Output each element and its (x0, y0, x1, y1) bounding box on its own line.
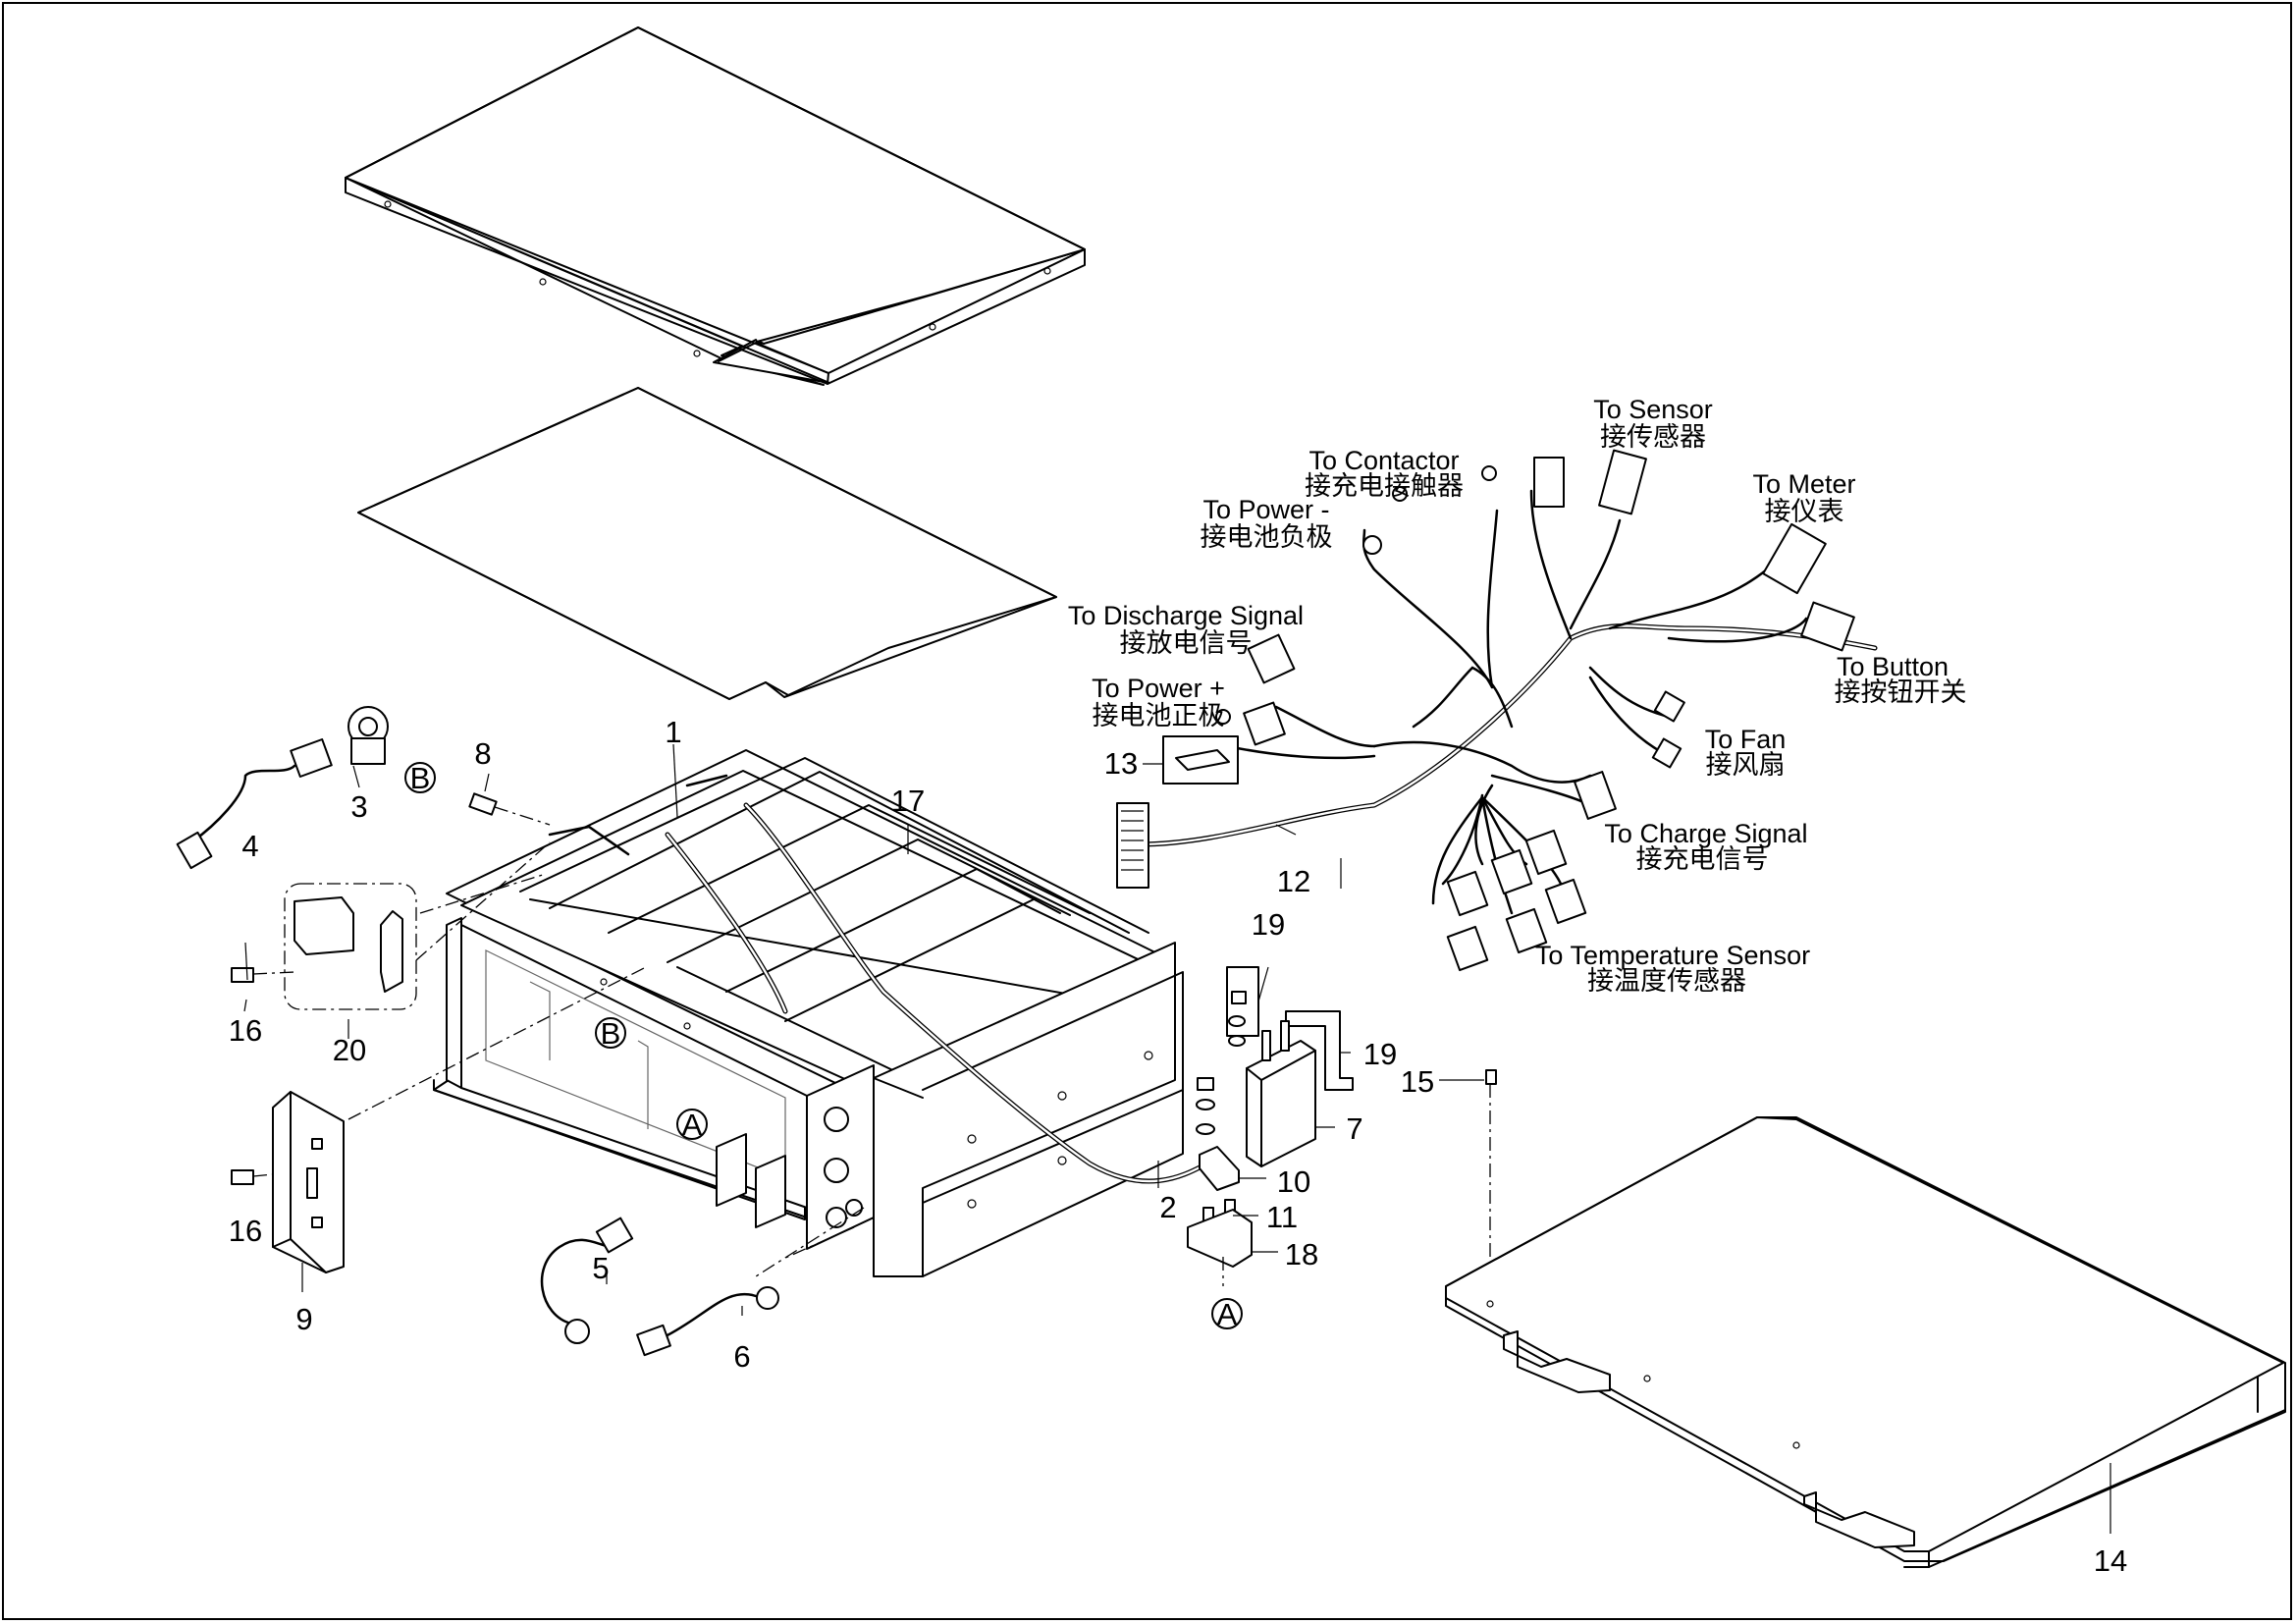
label-to-meter: To Meter 接仪表 (1752, 469, 1855, 526)
leader-lines (243, 743, 2111, 1534)
part-number: 5 (592, 1251, 609, 1285)
part-number: 19 (1363, 1037, 1397, 1071)
svg-text:To Meter: To Meter (1752, 469, 1855, 499)
cable-2 (665, 802, 1210, 1184)
part-number: 16 (229, 1013, 262, 1048)
part-number: 11 (1266, 1200, 1298, 1234)
part-number: 4 (241, 829, 258, 863)
callout-a-box: A (676, 1108, 708, 1142)
part-number: 14 (2094, 1543, 2127, 1578)
svg-text:接放电信号: 接放电信号 (1120, 628, 1253, 658)
svg-text:接风扇: 接风扇 (1706, 750, 1786, 780)
label-to-fan: To Fan 接风扇 (1705, 725, 1787, 780)
part-number: 6 (733, 1339, 750, 1374)
part-number: 7 (1346, 1111, 1362, 1146)
part-number: 3 (350, 789, 367, 824)
svg-text:接仪表: 接仪表 (1765, 497, 1844, 526)
label-to-power-positive: To Power + 接电池正极 (1092, 674, 1225, 731)
part-number: 17 (891, 784, 925, 818)
callout-a: A (1217, 1297, 1238, 1331)
dash-guide-lines (252, 806, 1491, 1304)
label-to-sensor: To Sensor 接传感器 (1593, 395, 1713, 452)
svg-text:接充电接触器: 接充电接触器 (1305, 471, 1464, 501)
left-components (176, 706, 779, 1357)
part-number: 8 (474, 736, 491, 771)
label-to-power-negative: To Power - 接电池负极 (1201, 495, 1333, 552)
part-number: 12 (1277, 864, 1310, 898)
part-number: 9 (295, 1302, 312, 1336)
part-number: 10 (1277, 1164, 1310, 1199)
contactor-assembly (1187, 966, 1354, 1268)
top-cover-plate (345, 27, 1086, 386)
svg-text:接充电信号: 接充电信号 (1636, 844, 1769, 874)
insulation-sheet (357, 387, 1057, 700)
svg-text:To Button: To Button (1837, 652, 1949, 681)
svg-text:To Power -: To Power - (1202, 495, 1329, 524)
part-number: 16 (229, 1214, 262, 1248)
label-to-contactor: To Contactor 接充电接触器 (1305, 446, 1464, 501)
label-to-discharge-signal: To Discharge Signal 接放电信号 (1068, 601, 1304, 658)
callout-b: B (601, 1016, 621, 1051)
svg-text:接电池负极: 接电池负极 (1201, 522, 1333, 552)
svg-text:接按钮开关: 接按钮开关 (1835, 677, 1967, 707)
label-to-charge-signal: To Charge Signal 接充电信号 (1604, 819, 1807, 874)
svg-text:To Fan: To Fan (1705, 725, 1787, 754)
part-number: 2 (1159, 1190, 1176, 1224)
svg-text:To Discharge Signal: To Discharge Signal (1068, 601, 1304, 630)
svg-text:To Contactor: To Contactor (1308, 446, 1459, 475)
part-number: 18 (1285, 1237, 1318, 1272)
wire-harness-12 (1116, 449, 1878, 972)
part-number: 13 (1104, 746, 1138, 781)
part-number: 20 (333, 1033, 366, 1067)
svg-text:接温度传感器: 接温度传感器 (1587, 966, 1746, 996)
label-to-button: To Button 接按钮开关 (1835, 652, 1967, 707)
callout-b-sensor: B (404, 761, 436, 795)
part-number: 15 (1401, 1064, 1434, 1099)
label-to-temperature-sensor: To Temperature Sensor 接温度传感器 (1535, 941, 1810, 996)
callout-b-box: B (595, 1016, 626, 1051)
callout-a-bracket: A (1211, 1297, 1243, 1331)
part-number: 19 (1252, 907, 1285, 942)
part-number: 1 (665, 715, 681, 749)
svg-text:To Sensor: To Sensor (1593, 395, 1713, 424)
callout-b: B (410, 761, 431, 795)
svg-text:接电池正极: 接电池正极 (1093, 701, 1225, 731)
svg-text:To Power +: To Power + (1092, 674, 1225, 703)
bottom-tray (1445, 1069, 2286, 1568)
svg-text:To Charge Signal: To Charge Signal (1604, 819, 1807, 848)
battery-box (433, 749, 1184, 1277)
callout-a: A (682, 1108, 703, 1142)
svg-text:接传感器: 接传感器 (1600, 422, 1706, 452)
part-13-terminal-cover (1143, 735, 1239, 785)
svg-text:To Temperature Sensor: To Temperature Sensor (1535, 941, 1810, 970)
